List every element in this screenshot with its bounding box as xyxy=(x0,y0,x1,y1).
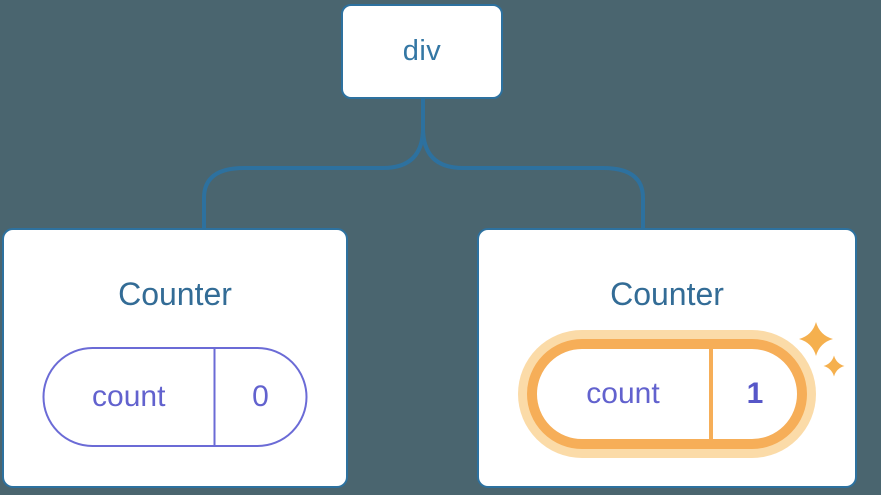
sparkle-small xyxy=(823,355,845,377)
state-pill-right-highlighted: count 1 xyxy=(527,339,807,449)
state-key-right: count xyxy=(586,377,660,410)
tree-node-div: div xyxy=(341,4,503,99)
counter-title-left: Counter xyxy=(118,276,232,312)
state-value-left: 0 xyxy=(252,380,269,413)
sparkle-large xyxy=(799,322,833,356)
state-key-left: count xyxy=(92,380,166,413)
sparkles-icon xyxy=(799,322,845,377)
div-node-label: div xyxy=(402,35,442,67)
counter-card-right: Counter count 1 xyxy=(477,228,857,488)
state-value-right: 1 xyxy=(746,377,764,410)
counter-title-right: Counter xyxy=(610,276,724,312)
counter-card-left: Counter count 0 xyxy=(2,228,348,488)
pill-divider-right xyxy=(709,349,713,439)
connector-right-branch xyxy=(421,98,645,229)
connector-left-branch xyxy=(202,98,425,229)
state-pill-left: count 0 xyxy=(42,347,308,447)
pill-divider-left xyxy=(213,349,216,445)
